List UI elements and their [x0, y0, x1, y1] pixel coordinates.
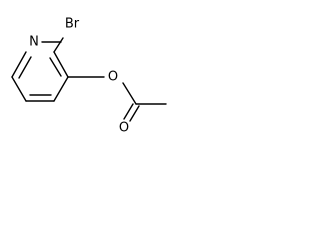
bond-carbonyl-c-o-double-inner — [129, 105, 140, 122]
bond-c2-br — [53, 37, 64, 53]
bond-c3-c2 — [53, 51, 69, 78]
bond-n1-c6 — [11, 51, 27, 78]
chemical-structure: N Br O O — [11, 17, 167, 136]
atom-label-carbonyl-oxygen: O — [119, 121, 129, 136]
bond-c4-c3 — [53, 76, 69, 102]
atom-label-nitrogen: N — [29, 35, 39, 50]
bond-c3-c2-inner — [49, 57, 62, 77]
bond-n1-c6-inner — [18, 56, 32, 79]
bond-carbonyl-c-o-double — [123, 103, 134, 120]
bond-o-carbonyl-c — [122, 82, 137, 105]
atom-label-bromine: Br — [65, 17, 80, 32]
bond-c6-c5 — [11, 76, 27, 102]
atom-label-ester-oxygen: O — [108, 70, 118, 85]
